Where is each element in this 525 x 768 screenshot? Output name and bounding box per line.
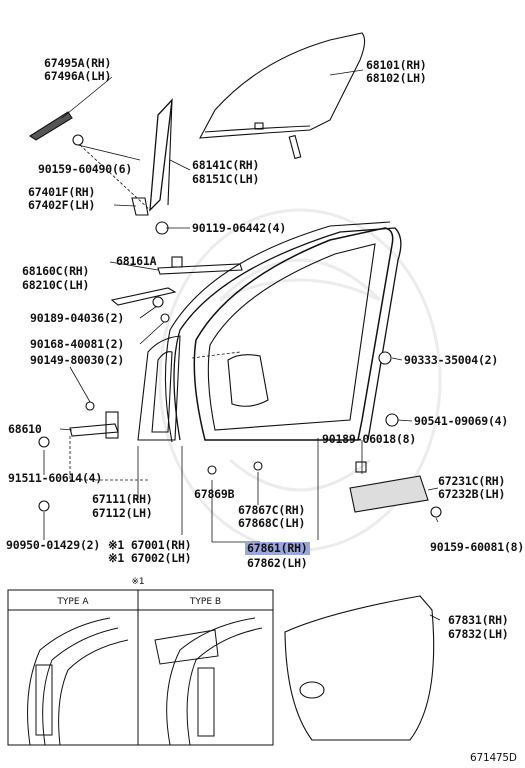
- label-67495a: 67495A(RH): [44, 56, 112, 70]
- label-67001: ※1 67001(RH): [108, 538, 192, 552]
- label-68101: 68101(RH): [366, 58, 427, 72]
- door-trim-board: [284, 595, 435, 741]
- label-67002: ※1 67002(LH): [108, 551, 192, 565]
- leader-lines: [43, 69, 441, 621]
- outer-panel: [137, 335, 181, 441]
- label-67862: 67862(LH): [247, 556, 308, 570]
- label-68610: 68610: [8, 422, 42, 436]
- belt-moulding: [110, 287, 177, 306]
- label-90149-80030: 90149-80030(2): [30, 353, 125, 367]
- label-91511-60614: 91511-60614(4): [8, 471, 103, 485]
- label-67112: 67112(LH): [92, 506, 153, 520]
- inset-box: [7, 589, 274, 746]
- label-67232b: 67232B(LH): [438, 487, 506, 501]
- label-67401f: 67401F(RH): [28, 185, 96, 199]
- label-90950-01429: 90950-01429(2): [6, 538, 101, 552]
- door-frame: [193, 227, 394, 441]
- label-67867c: 67867C(RH): [238, 503, 306, 517]
- label-67111: 67111(RH): [92, 492, 153, 506]
- door-weatherstrip: [173, 227, 402, 441]
- label-90189-06018: 90189-06018(8): [322, 432, 417, 446]
- label-68161a: 68161A: [116, 254, 157, 268]
- label-68102: 68102(LH): [366, 71, 427, 85]
- label-90168-40081: 90168-40081(2): [30, 337, 125, 351]
- label-68160c: 68160C(RH): [22, 264, 90, 278]
- label-68151c: 68151C(LH): [192, 172, 260, 186]
- label-68141c: 68141C(RH): [192, 158, 260, 172]
- dashed-guides: [69, 144, 241, 481]
- run-channel: [149, 98, 173, 212]
- label-90159-60490: 90159-60490(6): [38, 162, 133, 176]
- label-90541-09069: 90541-09069(4): [414, 414, 509, 428]
- label-90189-04036: 90189-04036(2): [30, 311, 125, 325]
- diagram-code: 671475D: [470, 752, 517, 764]
- label-90333-35004: 90333-35004(2): [404, 353, 499, 367]
- label-67868c: 67868C(LH): [238, 516, 306, 530]
- inset-type-a-title: TYPE A: [57, 597, 89, 607]
- label-67832: 67832(LH): [448, 627, 509, 641]
- label-67231c: 67231C(RH): [438, 474, 506, 488]
- door-hinge: [69, 423, 119, 437]
- inset-reference-mark: ※1: [131, 577, 145, 587]
- label-67869b: 67869B: [194, 487, 235, 501]
- label-67831: 67831(RH): [448, 613, 509, 627]
- corner-cover: [28, 111, 73, 141]
- label-90159-60081: 90159-60081(8): [430, 540, 525, 554]
- label-67402f: 67402F(LH): [28, 198, 96, 212]
- label-67496a: 67496A(LH): [44, 69, 112, 83]
- label-67861-highlighted: 67861(RH): [245, 541, 310, 555]
- label-68210c: 68210C(LH): [22, 278, 90, 292]
- inset-type-b-title: TYPE B: [189, 597, 222, 607]
- label-90119-06442: 90119-06442(4): [192, 221, 287, 235]
- armrest-bracket: [349, 475, 429, 513]
- door-glass: [199, 32, 366, 139]
